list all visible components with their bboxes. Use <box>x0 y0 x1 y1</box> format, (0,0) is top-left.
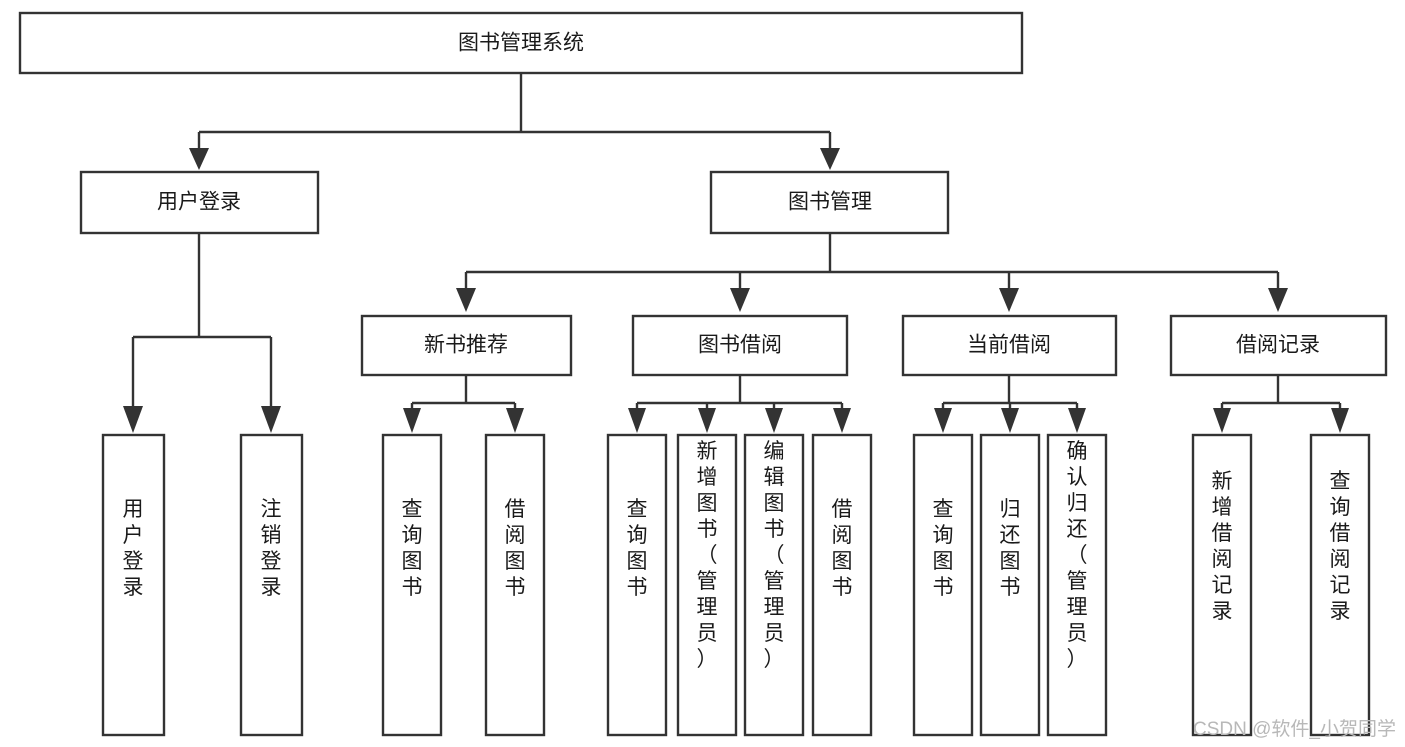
leaf-edit-book[interactable]: 编辑图书（管理员） <box>743 433 805 737</box>
leaf-query-record[interactable]: 查询借阅记录 <box>1309 433 1371 737</box>
arrow-leaf-return-book <box>1001 408 1019 433</box>
leaf-confirm-return-label: 确认归还（管理员） <box>1067 440 1088 671</box>
arrow-leaf-borrow-book-1 <box>506 408 524 433</box>
node-user-login[interactable]: 用户登录 <box>79 170 320 235</box>
leaf-edit-book-label: 编辑图书（管理员） <box>764 440 785 671</box>
node-book-borrow[interactable]: 图书借阅 <box>631 314 849 377</box>
leaf-add-book-label: 新增图书（管理员） <box>697 440 718 671</box>
leaf-query-record-label: 查询借阅记录 <box>1330 470 1351 623</box>
connector-layer <box>123 74 1349 433</box>
node-book-management[interactable]: 图书管理 <box>709 170 950 235</box>
arrow-leaf-logout <box>261 406 281 433</box>
node-borrow-record[interactable]: 借阅记录 <box>1169 314 1388 377</box>
leaf-borrow-book-2-label: 借阅图书 <box>832 498 853 599</box>
node-book-borrow-box[interactable] <box>631 314 849 377</box>
leaf-query-book-3[interactable]: 查询图书 <box>912 433 974 737</box>
leaf-add-record-label: 新增借阅记录 <box>1212 470 1233 623</box>
leaf-query-book-3-label: 查询图书 <box>933 498 954 599</box>
arrow-to-new-book-recommend <box>456 288 476 312</box>
node-root-box[interactable] <box>18 11 1024 75</box>
node-borrow-record-label: 借阅记录 <box>1236 334 1320 357</box>
node-user-login-box[interactable] <box>79 170 320 235</box>
leaf-query-record-box[interactable] <box>1309 433 1371 737</box>
leaf-query-book-2[interactable]: 查询图书 <box>606 433 668 737</box>
arrow-leaf-query-book-1 <box>403 408 421 433</box>
arrow-to-user-login <box>189 148 209 170</box>
node-user-login-label: 用户登录 <box>157 191 241 214</box>
arrow-leaf-query-book-3 <box>934 408 952 433</box>
leaf-borrow-book-1-label: 借阅图书 <box>505 498 526 599</box>
leaf-add-record-box[interactable] <box>1191 433 1253 737</box>
node-book-management-label: 图书管理 <box>788 191 872 214</box>
node-current-borrow-label: 当前借阅 <box>967 334 1051 357</box>
node-current-borrow[interactable]: 当前借阅 <box>901 314 1118 377</box>
leaf-query-book-3-box[interactable] <box>912 433 974 737</box>
leaf-edit-book-box[interactable] <box>743 433 805 737</box>
arrow-leaf-add-record <box>1213 408 1231 433</box>
node-book-management-box[interactable] <box>709 170 950 235</box>
arrow-leaf-query-book-2 <box>628 408 646 433</box>
node-borrow-record-box[interactable] <box>1169 314 1388 377</box>
leaf-logout-box[interactable] <box>239 433 304 737</box>
leaf-logout-label: 注销登录 <box>261 498 282 599</box>
leaf-add-book[interactable]: 新增图书（管理员） <box>676 433 738 737</box>
leaf-borrow-book-1-box[interactable] <box>484 433 546 737</box>
arrow-leaf-user-login <box>123 406 143 433</box>
leaf-user-login-label: 用户登录 <box>123 498 144 599</box>
node-book-borrow-label: 图书借阅 <box>698 334 782 357</box>
arrow-to-book-management <box>820 148 840 170</box>
leaf-return-book-box[interactable] <box>979 433 1041 737</box>
leaf-query-book-1[interactable]: 查询图书 <box>381 433 443 737</box>
arrow-to-current-borrow <box>999 288 1019 312</box>
node-current-borrow-box[interactable] <box>901 314 1118 377</box>
node-root-label: 图书管理系统 <box>458 32 584 55</box>
leaf-query-book-1-box[interactable] <box>381 433 443 737</box>
leaf-return-book-label: 归还图书 <box>1000 498 1021 599</box>
node-root[interactable]: 图书管理系统 <box>18 11 1024 75</box>
arrow-leaf-add-book <box>698 408 716 433</box>
leaf-confirm-return[interactable]: 确认归还（管理员） <box>1046 433 1108 737</box>
leaf-user-login[interactable]: 用户登录 <box>101 433 166 737</box>
leaf-borrow-book-2[interactable]: 借阅图书 <box>811 433 873 737</box>
leaf-query-book-2-label: 查询图书 <box>627 498 648 599</box>
arrow-leaf-confirm-return <box>1068 408 1086 433</box>
leaf-confirm-return-box[interactable] <box>1046 433 1108 737</box>
arrow-leaf-edit-book <box>765 408 783 433</box>
watermark: CSDN @软件_小贺同学 <box>1193 718 1396 740</box>
arrow-leaf-query-record <box>1331 408 1349 433</box>
leaf-borrow-book-1[interactable]: 借阅图书 <box>484 433 546 737</box>
arrow-to-borrow-record <box>1268 288 1288 312</box>
leaf-return-book[interactable]: 归还图书 <box>979 433 1041 737</box>
node-new-book-recommend[interactable]: 新书推荐 <box>360 314 573 377</box>
leaf-logout[interactable]: 注销登录 <box>239 433 304 737</box>
leaf-query-book-1-label: 查询图书 <box>402 498 423 599</box>
leaf-borrow-book-2-box[interactable] <box>811 433 873 737</box>
arrow-to-book-borrow <box>730 288 750 312</box>
leaf-add-record[interactable]: 新增借阅记录 <box>1191 433 1253 737</box>
leaf-add-book-box[interactable] <box>676 433 738 737</box>
node-new-book-recommend-label: 新书推荐 <box>424 334 508 357</box>
leaf-user-login-box[interactable] <box>101 433 166 737</box>
arrow-leaf-borrow-book-2 <box>833 408 851 433</box>
leaf-query-book-2-box[interactable] <box>606 433 668 737</box>
node-new-book-recommend-box[interactable] <box>360 314 573 377</box>
